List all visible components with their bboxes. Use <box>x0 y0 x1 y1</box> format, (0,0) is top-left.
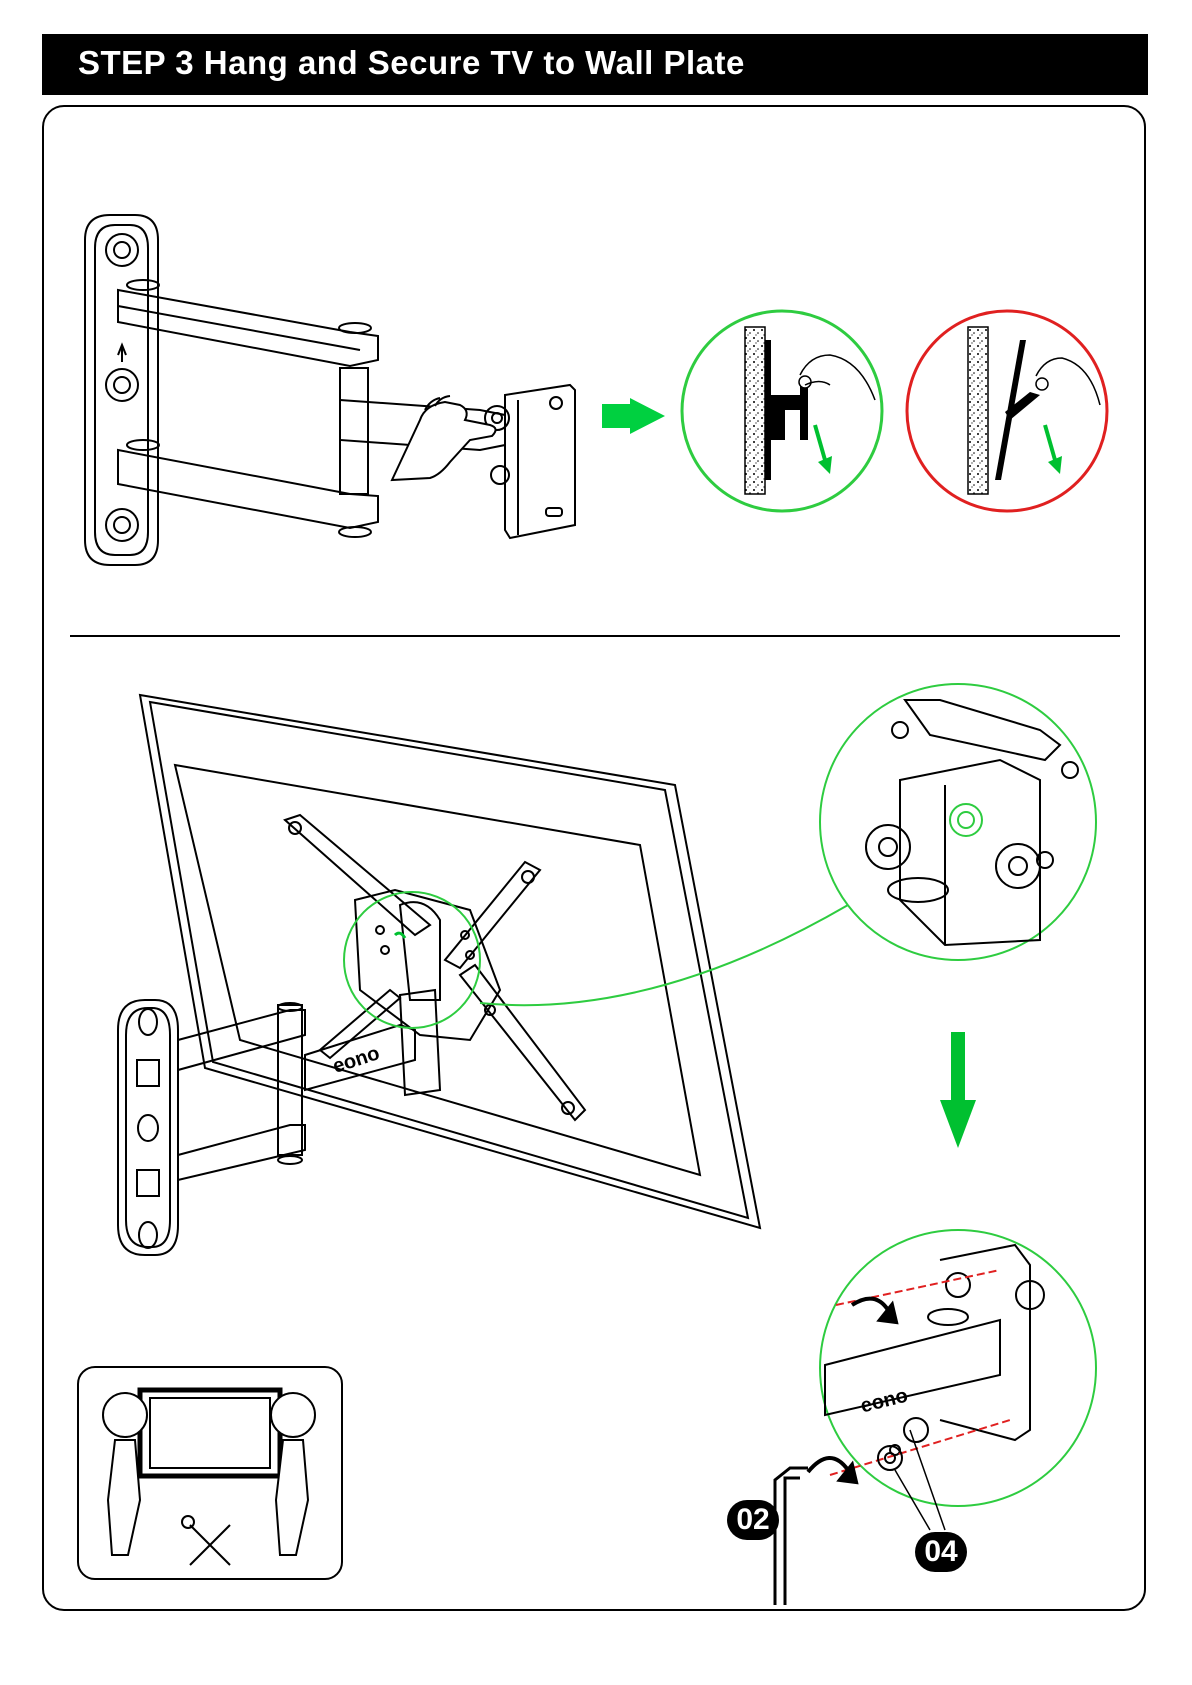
tv-back-diagram <box>118 695 760 1255</box>
incorrect-hang-detail <box>907 311 1107 511</box>
wall-arm-diagram <box>85 215 575 565</box>
arrow-down-icon <box>940 1032 976 1148</box>
zoom-indicator <box>344 892 848 1028</box>
callout-badge-02: 02 <box>727 1500 779 1540</box>
safety-tip-box <box>77 1366 343 1580</box>
arrow-right-icon <box>602 398 665 434</box>
brand-logo: eono <box>330 1042 382 1078</box>
brand-logo-detail: eono <box>858 1385 910 1418</box>
correct-hang-detail <box>682 311 882 511</box>
callout-badge-04: 04 <box>915 1532 967 1572</box>
detail-zoom-bottom <box>820 1230 1096 1506</box>
hex-key-icon <box>775 1468 808 1605</box>
detail-zoom-top <box>820 684 1096 960</box>
